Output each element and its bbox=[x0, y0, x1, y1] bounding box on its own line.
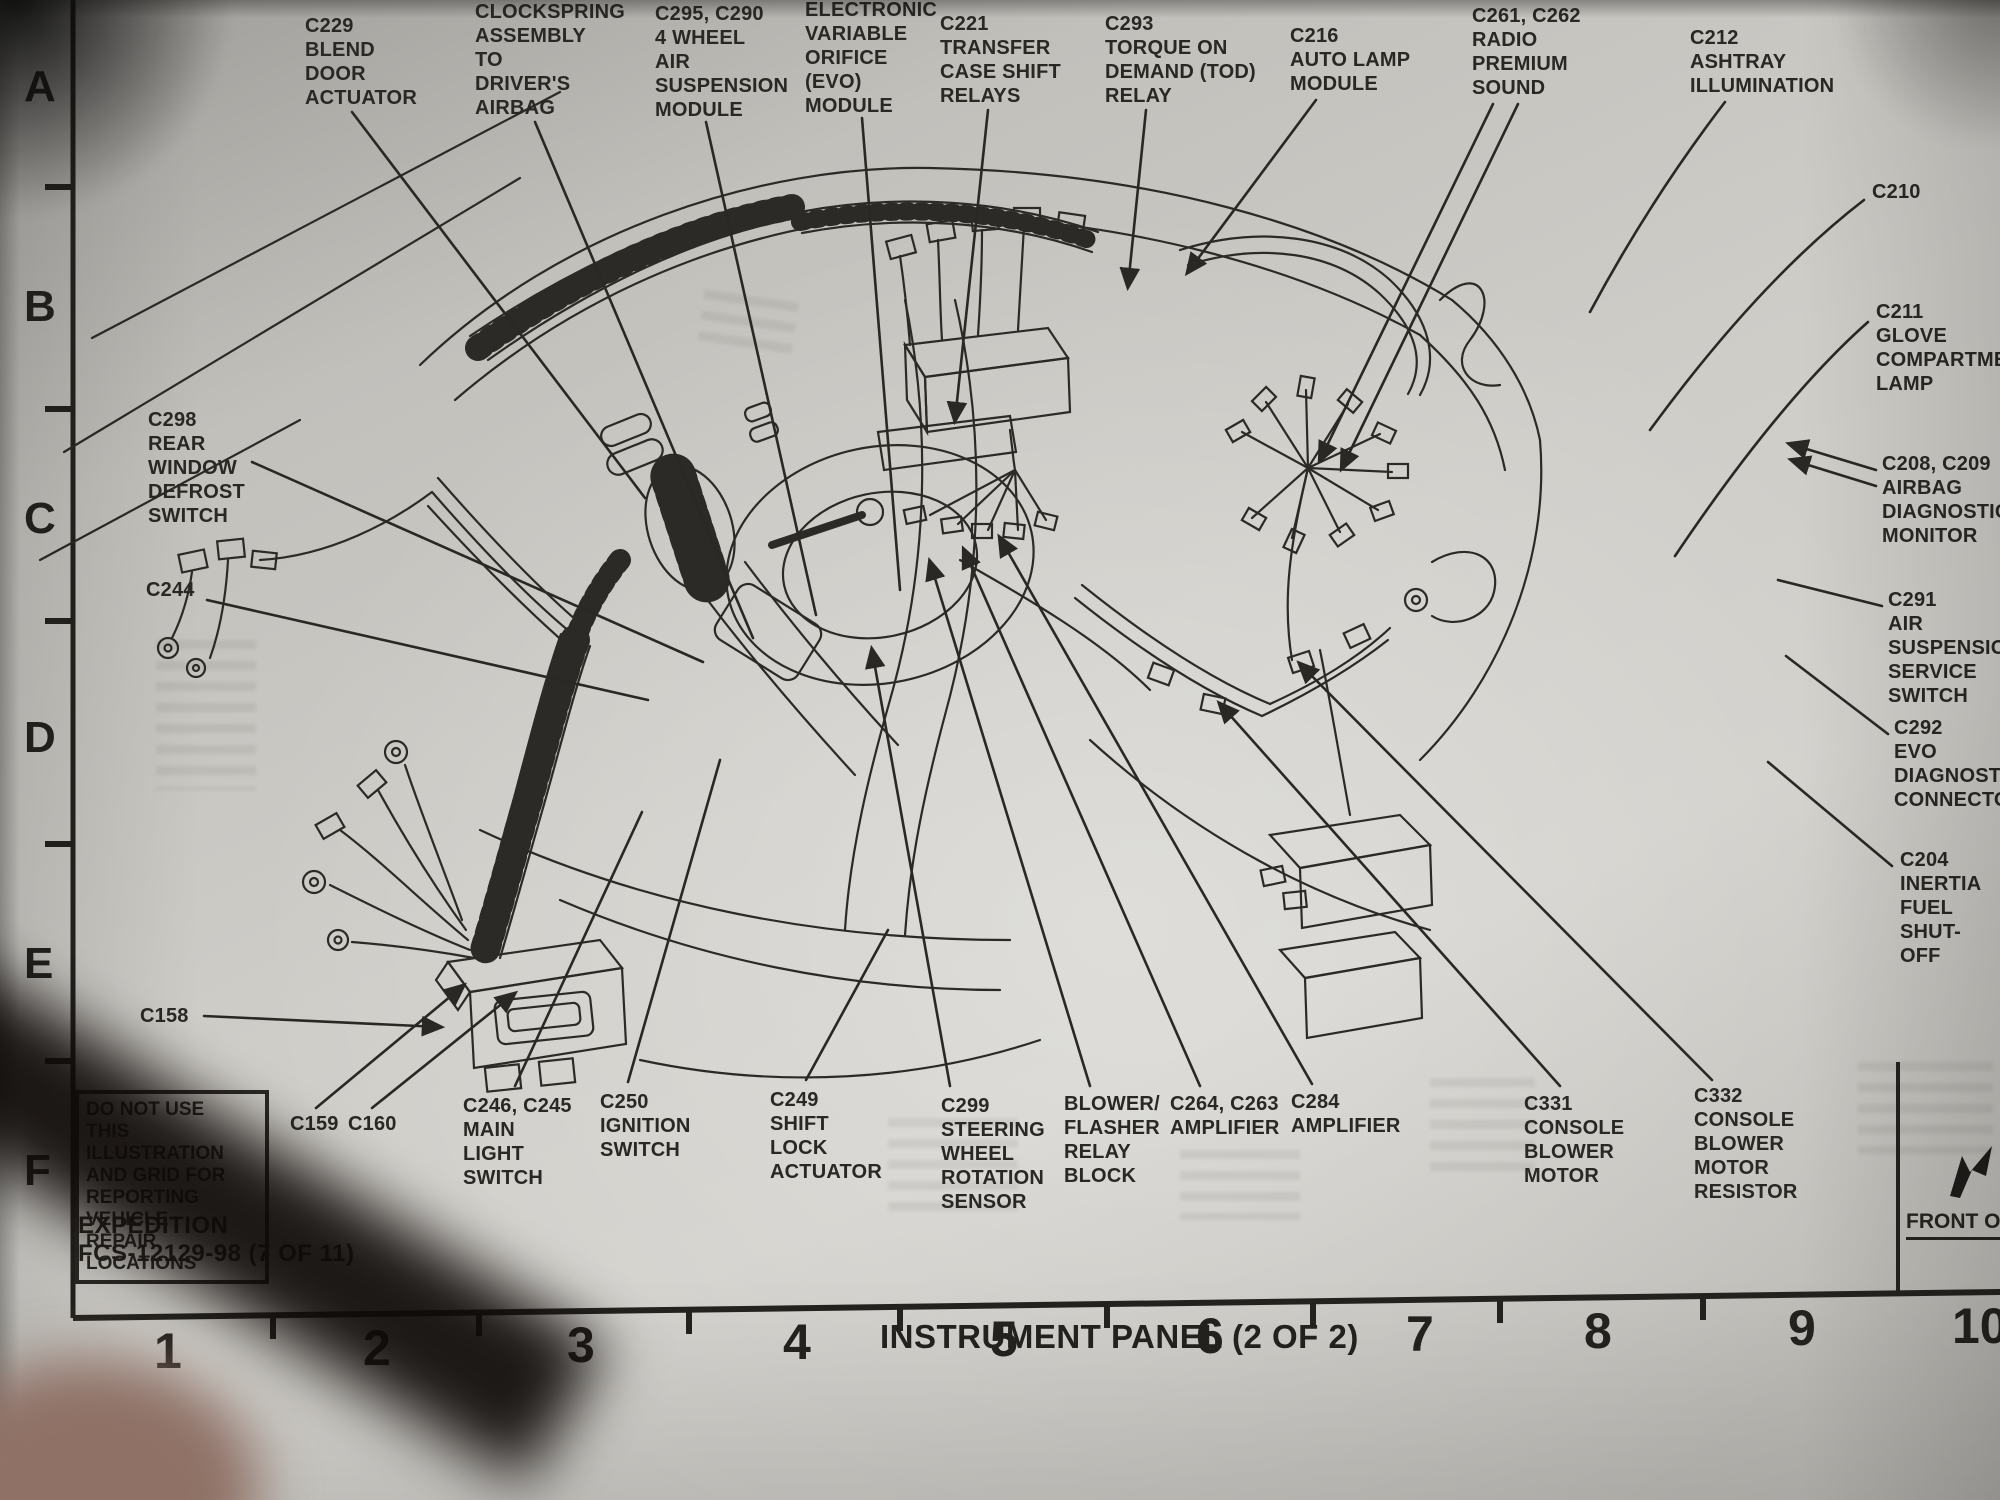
callout-c291: C291 AIR SUSPENSION SERVICE SWITCH bbox=[1888, 589, 2000, 707]
leader-c295 bbox=[704, 120, 818, 617]
grid-col-8: 8 bbox=[1584, 1303, 1612, 1359]
callout-c159: C159 bbox=[290, 1113, 339, 1135]
grid-col-6: 6 bbox=[1196, 1308, 1224, 1364]
leader-blower bbox=[925, 557, 1092, 1088]
callout-c244: C244 bbox=[146, 579, 195, 601]
grid-col-10: 10 bbox=[1952, 1298, 2000, 1354]
callout-c249: C249 SHIFT LOCK ACTUATOR bbox=[770, 1089, 882, 1183]
leader-clockspring bbox=[533, 120, 755, 640]
front-of-vehicle-label: FRONT OF V bbox=[1906, 1210, 2000, 1240]
callout-c295-c290: C295, C290 4 WHEEL AIR SUSPENSION MODULE bbox=[655, 3, 789, 121]
bleedthrough-smudge bbox=[1858, 1062, 1993, 1154]
callout-c331: C331 CONSOLE BLOWER MOTOR bbox=[1524, 1093, 1625, 1187]
grid-row-d: D bbox=[24, 713, 56, 762]
sheet-code: FCS-12129-98 (7 OF 11) bbox=[78, 1240, 355, 1267]
leader-c261b bbox=[1339, 102, 1520, 473]
page-title: INSTRUMENT PANEL (2 OF 2) bbox=[880, 1318, 1359, 1355]
front-of-vehicle-arrow-icon bbox=[1946, 1142, 1998, 1205]
leader-c212 bbox=[1588, 100, 1727, 314]
callout-c332: C332 CONSOLE BLOWER MOTOR RESISTOR bbox=[1694, 1085, 1798, 1203]
leader-c250 bbox=[626, 758, 722, 1084]
leader-c291 bbox=[1776, 578, 1884, 608]
leader-c216 bbox=[1184, 98, 1318, 277]
leader-c299 bbox=[864, 644, 952, 1088]
grid-col-9: 9 bbox=[1788, 1300, 1816, 1356]
leader-c264 bbox=[961, 545, 1202, 1088]
callout-c299: C299 STEERING WHEEL ROTATION SENSOR bbox=[941, 1095, 1045, 1213]
callout-c158: C158 bbox=[140, 1005, 189, 1027]
leader-c298 bbox=[250, 460, 705, 664]
leader-lines bbox=[202, 98, 1894, 1110]
leader-c221 bbox=[946, 108, 990, 426]
callout-c293: C293 TORQUE ON DEMAND (TOD) RELAY bbox=[1105, 13, 1256, 107]
callout-c221: C221 TRANSFER CASE SHIFT RELAYS bbox=[940, 13, 1061, 107]
callout-c298: C298 REAR WINDOW DEFROST SWITCH bbox=[148, 409, 245, 527]
callout-c212: C212 ASHTRAY ILLUMINATION bbox=[1690, 27, 1835, 97]
bleedthrough-smudge bbox=[156, 640, 256, 790]
callout-c261-c262: C261, C262 RADIO PREMIUM SOUND bbox=[1472, 5, 1581, 99]
callout-clockspring: CLOCKSPRING ASSEMBLY TO DRIVER'S AIRBAG bbox=[475, 1, 625, 119]
grid-col-2: 2 bbox=[363, 1320, 391, 1376]
grid-col-3: 3 bbox=[567, 1317, 595, 1373]
bleedthrough-smudge bbox=[888, 1118, 1018, 1213]
leader-c208b bbox=[1787, 455, 1878, 488]
leader-c211 bbox=[1673, 320, 1870, 558]
leader-c292 bbox=[1784, 654, 1890, 736]
callout-c264-c263: C264, C263 AMPLIFIER bbox=[1170, 1093, 1280, 1139]
vehicle-name: EXPEDITION bbox=[78, 1212, 229, 1239]
dashboard-line-art bbox=[38, 90, 1543, 1093]
grid-bottom-axis bbox=[72, 1289, 2000, 1321]
grid-row-f: F bbox=[24, 1146, 51, 1195]
grid-col-1: 1 bbox=[154, 1323, 182, 1379]
callout-c229: C229 BLEND DOOR ACTUATOR bbox=[305, 15, 417, 109]
callout-c246-c245: C246, C245 MAIN LIGHT SWITCH bbox=[463, 1095, 572, 1189]
leader-c159 bbox=[314, 982, 468, 1110]
callout-evo-module: ELECTRONIC VARIABLE ORIFICE (EVO) MODULE bbox=[805, 0, 937, 117]
callout-c292: C292 EVO DIAGNOSTIC CONNECTOR bbox=[1894, 717, 2000, 811]
grid-col-7: 7 bbox=[1406, 1306, 1434, 1362]
leader-c208a bbox=[1785, 439, 1878, 472]
leader-c249 bbox=[804, 928, 890, 1082]
leader-c158 bbox=[202, 1014, 446, 1037]
bleedthrough-smudge bbox=[1180, 1150, 1300, 1220]
callout-c284: C284 AMPLIFIER bbox=[1291, 1091, 1401, 1137]
grid-row-a: A bbox=[24, 62, 56, 111]
leader-c331 bbox=[1216, 700, 1562, 1088]
grid-row-b: B bbox=[24, 282, 56, 331]
callout-c160: C160 bbox=[348, 1113, 397, 1135]
leader-evo bbox=[860, 116, 902, 592]
leader-c261a bbox=[1317, 102, 1495, 465]
callout-c216: C216 AUTO LAMP MODULE bbox=[1290, 25, 1411, 95]
leader-c229 bbox=[350, 110, 647, 500]
grid-row-c: C bbox=[24, 494, 56, 543]
callout-c204: C204 INERTIA FUEL SHUT-OFF bbox=[1900, 849, 1982, 967]
grid-col-5: 5 bbox=[990, 1311, 1018, 1367]
callout-c250: C250 IGNITION SWITCH bbox=[600, 1091, 691, 1161]
leader-c210 bbox=[1648, 198, 1866, 432]
callout-c210: C210 bbox=[1872, 181, 1921, 203]
callout-c211: C211 GLOVE COMPARTMENT LAMP bbox=[1876, 301, 2000, 395]
grid-row-e: E bbox=[24, 939, 54, 988]
callout-blower-flasher: BLOWER/ FLASHER RELAY BLOCK bbox=[1064, 1093, 1160, 1187]
leader-c244 bbox=[205, 598, 650, 702]
leader-c284 bbox=[997, 533, 1314, 1086]
callout-c208-c209: C208, C209 AIRBAG DIAGNOSTIC MONITOR bbox=[1882, 453, 2000, 547]
grid-col-4: 4 bbox=[783, 1314, 811, 1370]
bleedthrough-smudge bbox=[1430, 1078, 1535, 1178]
leader-c293 bbox=[1119, 108, 1148, 292]
leader-c332 bbox=[1296, 660, 1714, 1082]
leader-c204 bbox=[1766, 760, 1894, 868]
